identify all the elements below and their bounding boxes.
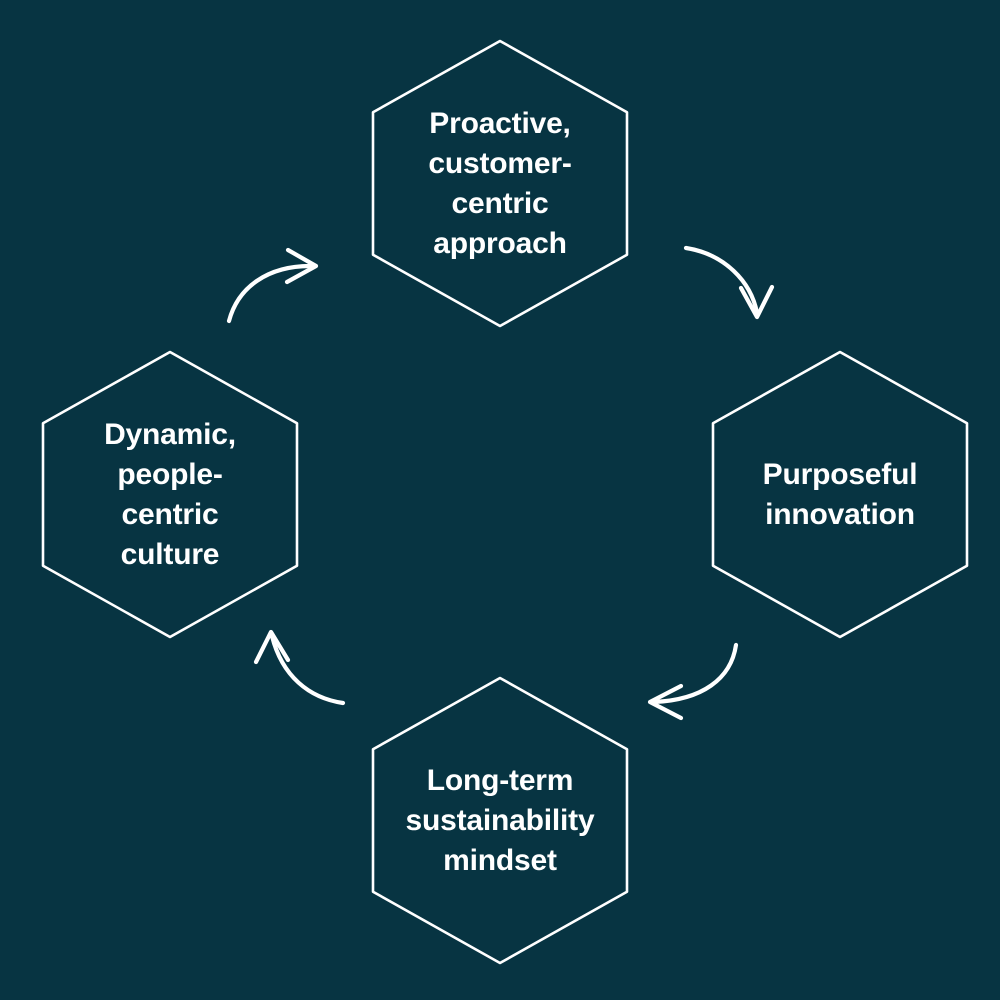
arrow-right-to-bottom (647, 642, 739, 721)
arrow-top-to-right (683, 245, 775, 320)
curved-arrow-down-left-icon (651, 642, 739, 705)
hexagon-node-right[interactable] (711, 350, 969, 639)
arrowhead-left-icon (647, 683, 684, 721)
arrowhead-right-icon (284, 247, 319, 285)
arrow-left-to-top (226, 247, 319, 324)
curved-arrow-up-left-icon (269, 633, 346, 706)
hexagon-node-top[interactable] (371, 39, 629, 328)
arrow-bottom-to-left (253, 629, 346, 706)
arrowhead-up-icon (253, 629, 291, 665)
hexagon-node-left[interactable] (41, 350, 299, 639)
curved-arrow-up-right-icon (226, 263, 313, 324)
curved-arrow-down-right-icon (683, 245, 760, 316)
hexagon-node-bottom[interactable] (371, 676, 629, 965)
arrowhead-down-icon (738, 284, 775, 320)
